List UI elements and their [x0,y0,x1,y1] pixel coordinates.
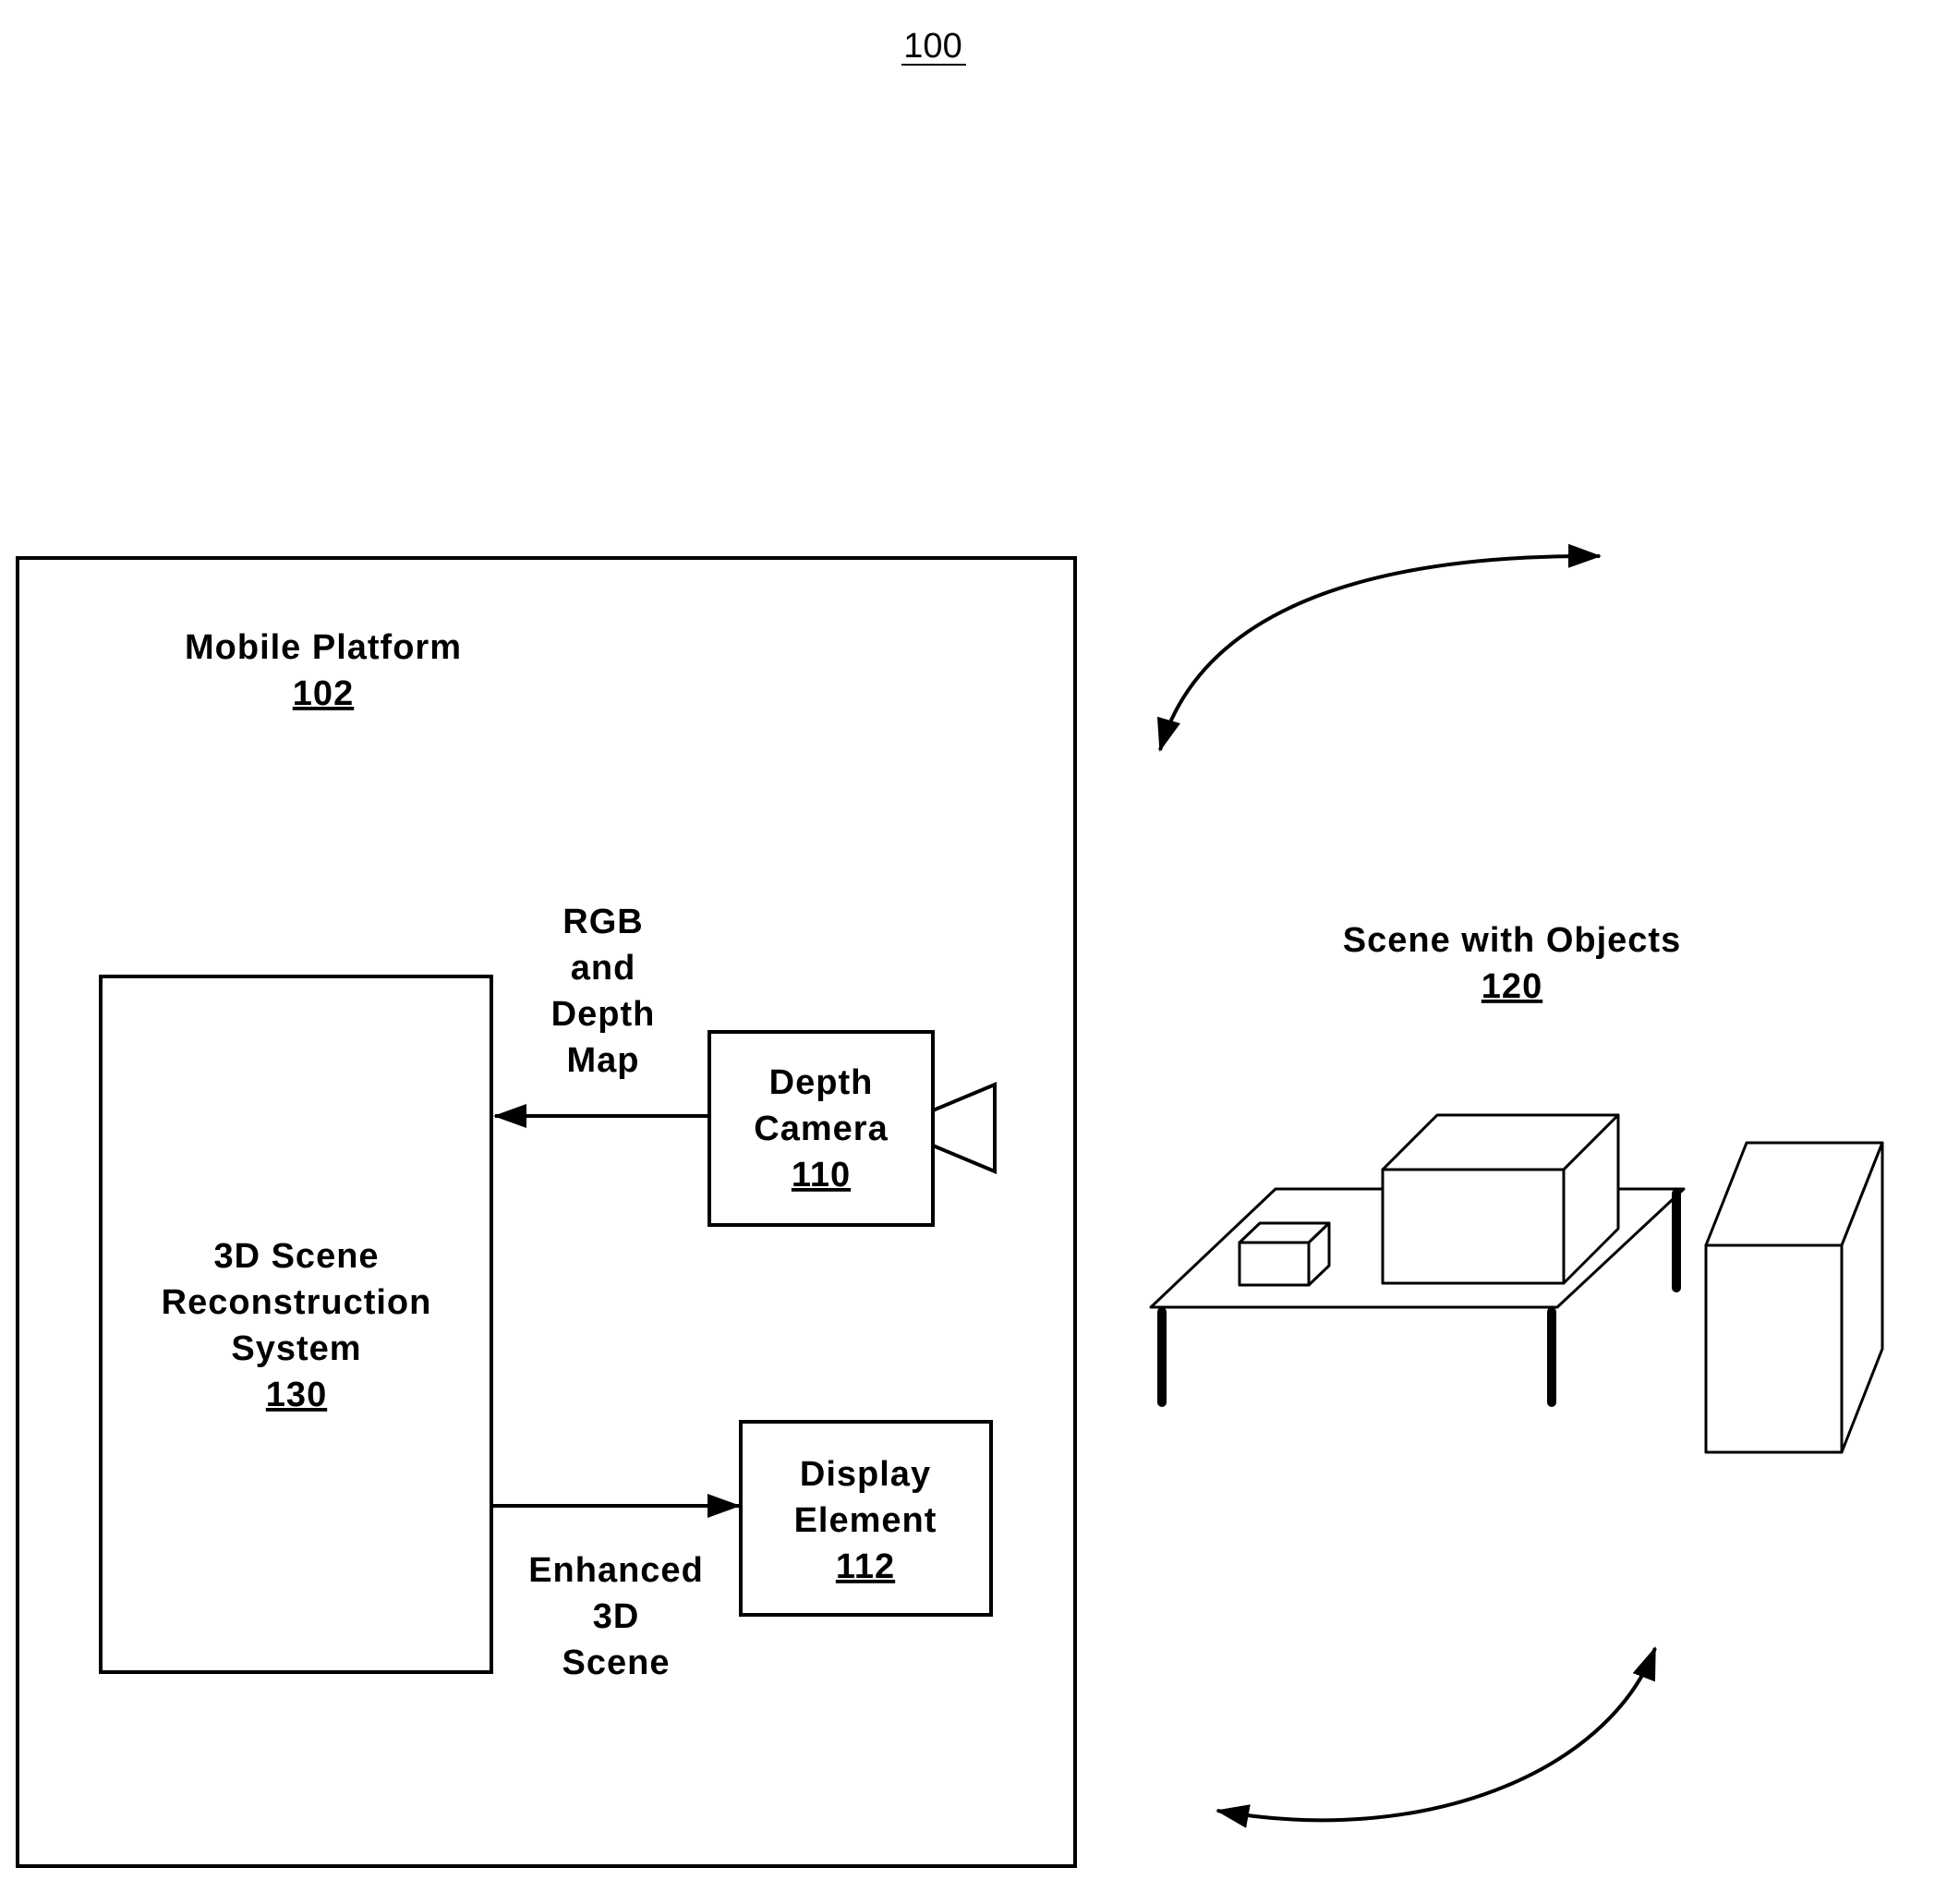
motion-arrow-top [1160,556,1600,750]
mobile-platform-title: Mobile Platform [185,628,462,667]
rgb-label-line2: and [571,949,636,988]
scene-title: Scene with Objects [1343,921,1681,960]
display-element-line1: Display [800,1455,931,1494]
rgb-label-line4: Map [567,1041,640,1080]
reconstruction-system-line3: System [231,1329,361,1368]
mobile-platform-ref: 102 [293,674,354,713]
rgb-label-line1: RGB [562,903,643,941]
cabinet-icon [1706,1143,1882,1452]
reconstruction-system-line1: 3D Scene [213,1237,379,1276]
reconstruction-system-line2: Reconstruction [162,1283,432,1322]
depth-camera-line2: Camera [754,1110,888,1148]
figure-ref: 100 [903,27,961,66]
large-box-icon [1383,1115,1618,1283]
display-element-line2: Element [794,1501,937,1540]
depth-camera-ref: 110 [792,1156,851,1195]
enhanced-label-line2: 3D [593,1597,640,1636]
motion-arrow-bottom [1217,1648,1655,1820]
enhanced-label-line3: Scene [562,1643,671,1682]
reconstruction-system-ref: 130 [266,1376,327,1414]
reconstruction-system-box [101,976,491,1672]
rgb-label-line3: Depth [551,995,656,1034]
depth-camera-line1: Depth [769,1063,874,1102]
small-box-icon [1240,1223,1329,1285]
enhanced-label-line1: Enhanced [528,1551,704,1590]
display-element-ref: 112 [836,1547,895,1586]
scene-ref: 120 [1481,967,1542,1006]
